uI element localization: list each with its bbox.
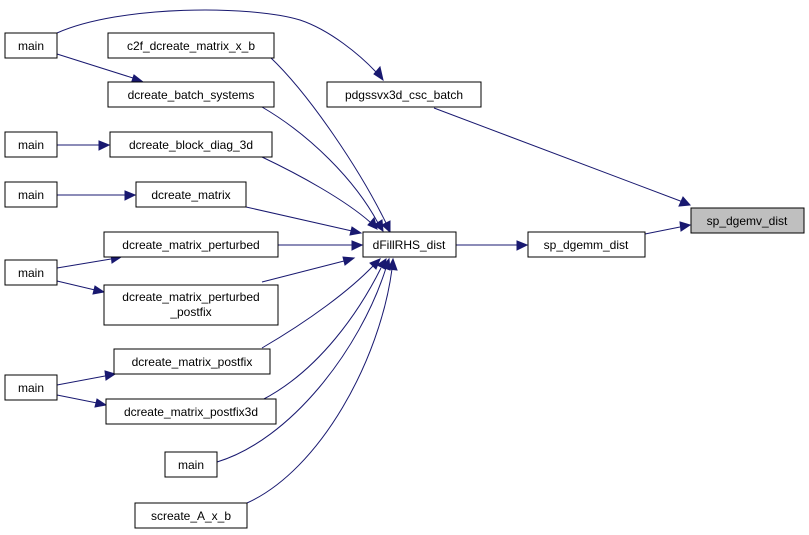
edge-pdgssvx3d-to-sp-dgemv [433,107,692,207]
node-label: main [18,39,44,53]
node-dcreate-matrix-postfix3d[interactable]: dcreate_matrix_postfix3d [105,398,277,425]
node-label: pdgssvx3d_csc_batch [345,88,463,102]
edge-main-to-dcreate-matrix [57,190,137,201]
node-main-1[interactable]: main [4,32,58,59]
node-dcreate-matrix-postfix[interactable]: dcreate_matrix_postfix [113,348,271,375]
node-label: dcreate_matrix_postfix3d [124,405,258,419]
node-main-3[interactable]: main [4,181,58,208]
node-label: dcreate_matrix_perturbed [122,238,259,252]
edge-sp-dgemm-to-sp-dgemv [644,221,692,235]
node-c2f-dcreate-matrix-x-b[interactable]: c2f_dcreate_matrix_x_b [107,32,275,59]
node-label-line2: _postfix [169,305,211,319]
edge-dfillrhs-to-sp-dgemm [456,240,529,251]
edge-main-to-dcreate-matrix-postfix [56,370,117,386]
node-dcreate-block-diag-3d[interactable]: dcreate_block_diag_3d [109,131,273,158]
edge-dcreate-matrix-perturbed-postfix-to-dfillrhs [261,256,356,283]
edge-c2f-to-dfillrhs [269,56,391,234]
edge-main-to-dcreate-matrix-postfix3d [56,394,108,408]
edge-screate-to-dfillrhs [246,257,398,504]
node-label: main [18,266,44,280]
node-screate-a-x-b[interactable]: screate_A_x_b [134,502,248,529]
node-label: dcreate_matrix_postfix [132,355,253,369]
node-main-5[interactable]: main [4,374,58,401]
node-label: screate_A_x_b [151,509,231,523]
node-label: c2f_dcreate_matrix_x_b [127,39,255,53]
node-label: dcreate_matrix [151,188,230,202]
node-main-4[interactable]: main [4,259,58,286]
node-dcreate-matrix[interactable]: dcreate_matrix [135,181,247,208]
node-label-line1: dcreate_matrix_perturbed [122,290,259,304]
node-label: main [178,458,204,472]
edge-dcreate-matrix-perturbed-to-dfillrhs [278,240,364,251]
node-dcreate-batch-systems[interactable]: dcreate_batch_systems [107,81,275,108]
edges [56,9,692,504]
edge-main-to-dfillrhs [216,257,391,463]
node-sp-dgemv-dist[interactable]: sp_dgemv_dist [690,207,805,234]
node-label: sp_dgemv_dist [707,214,788,228]
node-main-6[interactable]: main [164,451,218,478]
edge-dcreate-batch-systems-to-dfillrhs [261,106,384,232]
edge-dcreate-matrix-postfix3d-to-dfillrhs [261,257,387,401]
node-label: main [18,188,44,202]
node-label: sp_dgemm_dist [544,238,629,252]
edge-dcreate-block-diag-to-dfillrhs [261,156,378,230]
edge-main-to-dcreate-matrix-perturbed-postfix [56,280,106,295]
node-dfillrhs-dist[interactable]: dFillRHS_dist [362,231,457,258]
node-dcreate-matrix-perturbed-postfix[interactable]: dcreate_matrix_perturbed _postfix [103,284,279,326]
node-dcreate-matrix-perturbed[interactable]: dcreate_matrix_perturbed [103,231,279,258]
edge-main-to-dcreate-block-diag [57,140,111,151]
node-label: dcreate_batch_systems [128,88,255,102]
node-sp-dgemm-dist[interactable]: sp_dgemm_dist [527,231,646,258]
node-label: main [18,138,44,152]
edge-main-to-pdgssvx3d [56,9,384,82]
node-pdgssvx3d-csc-batch[interactable]: pdgssvx3d_csc_batch [326,81,482,108]
edge-dcreate-matrix-to-dfillrhs [245,206,363,236]
edge-dcreate-matrix-postfix-to-dfillrhs [261,258,381,349]
node-label: dFillRHS_dist [373,238,446,252]
nodes: main c2f_dcreate_matrix_x_b pdgssvx3d_cs… [4,32,805,529]
node-main-2[interactable]: main [4,131,58,158]
node-label: dcreate_block_diag_3d [129,138,253,152]
node-label: main [18,381,44,395]
